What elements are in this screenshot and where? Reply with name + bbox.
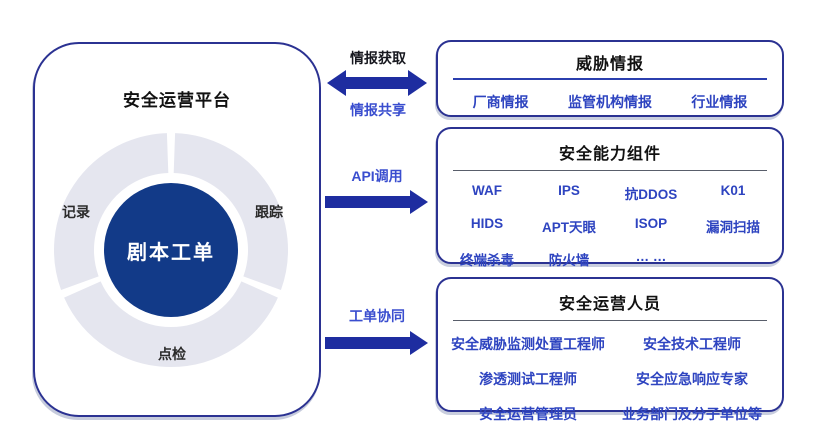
threat-intel-box: 威胁情报 厂商情报 监管机构情报 行业情报 [436,40,784,117]
personnel-box: 安全运营人员 安全威胁监测处置工程师 安全技术工程师渗透测试工程师 安全应急响应专家… [436,277,784,422]
box-item: 业务部门及分子单位等 [622,406,762,422]
box-item: 防火墙 [548,253,590,268]
box-title: 安全运营人员 [558,296,661,313]
arrow-head-left-icon [327,70,346,96]
box-item: HIDS [470,216,504,231]
ring-label-inspect: 点检 [158,346,186,362]
box-item: 抗DDOS [624,187,678,202]
box-item: 安全威胁监测处置工程师 [451,336,605,352]
donut-center-label: 剧本工单 [127,241,215,264]
donut-ring [54,133,288,367]
items-grid: 厂商情报 监管机构情报 行业情报 [446,92,774,112]
arrow-shaft [325,196,412,208]
api-call-arrow-icon [325,190,428,214]
arrow-shaft [325,337,412,349]
box-item: 厂商情报 [472,94,529,110]
arrow-head-right-icon [410,331,428,355]
box-item: 渗透测试工程师 [479,371,577,387]
arrow-head-right-icon [408,70,427,96]
box-item: 安全运营管理员 [479,406,577,422]
box-item: WAF [472,183,502,198]
box-item: 漏洞扫描 [706,220,760,235]
ticket-collab-label: 工单协同 [349,308,405,324]
box-title: 安全能力组件 [558,146,661,163]
box-item: 安全技术工程师 [643,336,741,352]
box-item: 监管机构情报 [567,94,652,110]
divider [453,320,767,321]
ticket-collab-arrow-icon [325,331,428,355]
api-call-label: API调用 [351,168,403,184]
arrow-head-right-icon [410,190,428,214]
box-title: 威胁情报 [575,56,644,73]
playbook-donut: 剧本工单 记录 跟踪 点检 [52,131,290,369]
divider [453,78,767,80]
intel-share-label: 情报共享 [350,102,406,118]
box-item: K01 [720,183,746,198]
box-item: APT天眼 [542,220,596,235]
ring-label-record: 记录 [62,204,90,220]
intel-fetch-label: 情报获取 [350,50,406,66]
items-grid: 安全威胁监测处置工程师 安全技术工程师渗透测试工程师 安全应急响应专家安全运营管理员… [446,334,774,424]
divider [453,170,767,171]
box-item: … … [635,249,667,264]
box-item: 安全应急响应专家 [636,371,748,387]
center-circle [104,183,238,317]
box-item: IPS [558,183,580,198]
arrow-shaft [344,77,410,89]
box-item: ISOP [634,216,668,231]
platform-title: 安全运营平台 [123,91,231,110]
security-operations-platform-panel: 安全运营平台 剧本工单 记录 跟踪 点检 [33,42,321,417]
box-item: 终端杀毒 [460,253,514,268]
ring-label-track: 跟踪 [255,204,283,220]
box-item: 行业情报 [691,94,748,110]
intel-exchange-double-arrow-icon [327,70,427,96]
